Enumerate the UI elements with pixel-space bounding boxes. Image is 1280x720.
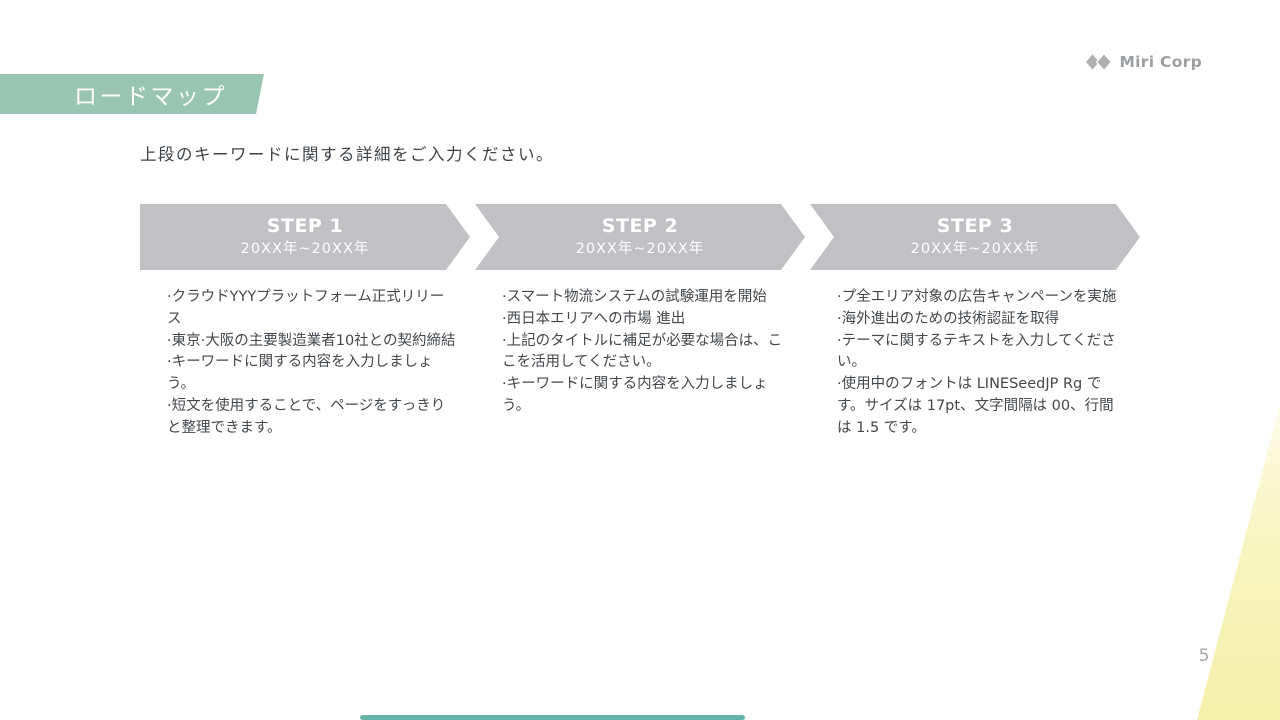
step-2-arrow: STEP 2 20XX年~20XX年 bbox=[475, 204, 805, 270]
step-1-period: 20XX年~20XX年 bbox=[240, 241, 370, 258]
bullet-item: ·キーワードに関する内容を入力しましょう。 bbox=[167, 354, 433, 392]
step-2-column: STEP 2 20XX年~20XX年 ·スマート物流システムの試験運用を開始 ·… bbox=[475, 204, 805, 439]
bullet-item: ·西日本エリアへの市場 進出 bbox=[502, 310, 686, 327]
step-3-column: STEP 3 20XX年~20XX年 ·プ全エリア対象の広告キャンペーンを実施 … bbox=[810, 204, 1140, 439]
corner-decoration-triangle bbox=[1197, 404, 1280, 720]
double-diamond-icon bbox=[1085, 52, 1113, 72]
step-2-label: STEP 2 bbox=[601, 214, 679, 237]
roadmap-steps-row: STEP 1 20XX年~20XX年 ·クラウドYYYプラットフォーム正式リリー… bbox=[140, 204, 1140, 439]
page-title: ロードマップ bbox=[74, 84, 227, 110]
step-3-period: 20XX年~20XX年 bbox=[910, 241, 1040, 258]
bullet-item: ·上記のタイトルに補足が必要な場合は、ここを活用してください。 bbox=[502, 332, 783, 371]
bullet-item: ·クラウドYYYプラットフォーム正式リリース bbox=[167, 289, 445, 327]
brand-logo: Miri Corp bbox=[1085, 52, 1202, 72]
step-1-column: STEP 1 20XX年~20XX年 ·クラウドYYYプラットフォーム正式リリー… bbox=[140, 204, 470, 439]
step-3-bullets: ·プ全エリア対象の広告キャンペーンを実施 ·海外進出のための技術認証を取得 ·テ… bbox=[837, 287, 1127, 439]
step-3-label: STEP 3 bbox=[936, 214, 1014, 237]
bottom-accent-bar bbox=[360, 715, 745, 720]
step-2-bullets: ·スマート物流システムの試験運用を開始 ·西日本エリアへの市場 進出 ·上記のタ… bbox=[502, 287, 792, 418]
page-number: 5 bbox=[1198, 646, 1210, 666]
bullet-item: ·キーワードに関する内容を入力しましょう。 bbox=[502, 376, 768, 414]
bullet-item: ·プ全エリア対象の広告キャンペーンを実施 bbox=[837, 289, 1117, 305]
step-2-period: 20XX年~20XX年 bbox=[575, 241, 705, 258]
step-1-bullets: ·クラウドYYYプラットフォーム正式リリース ·東京·大阪の主要製造業者10社と… bbox=[167, 287, 457, 439]
bullet-item: ·使用中のフォントは LINESeedJP Rg です。サイズは 17pt、文字… bbox=[837, 376, 1114, 436]
bullet-item: ·東京·大阪の主要製造業者10社との契約締結 bbox=[167, 332, 456, 349]
bullet-item: ·テーマに関するテキストを入力してください。 bbox=[837, 332, 1116, 371]
step-1-arrow: STEP 1 20XX年~20XX年 bbox=[140, 204, 470, 270]
slide-subtitle: 上段のキーワードに関する詳細をご入力ください。 bbox=[140, 145, 554, 164]
bullet-item: ·海外進出のための技術認証を取得 bbox=[837, 310, 1060, 327]
bullet-item: ·短文を使用することで、ページをすっきりと整理できます。 bbox=[167, 397, 446, 436]
step-1-label: STEP 1 bbox=[266, 214, 344, 237]
bullet-item: ·スマート物流システムの試験運用を開始 bbox=[502, 289, 767, 305]
step-3-arrow: STEP 3 20XX年~20XX年 bbox=[810, 204, 1140, 270]
brand-name: Miri Corp bbox=[1119, 53, 1202, 71]
title-banner: ロードマップ bbox=[0, 74, 264, 114]
